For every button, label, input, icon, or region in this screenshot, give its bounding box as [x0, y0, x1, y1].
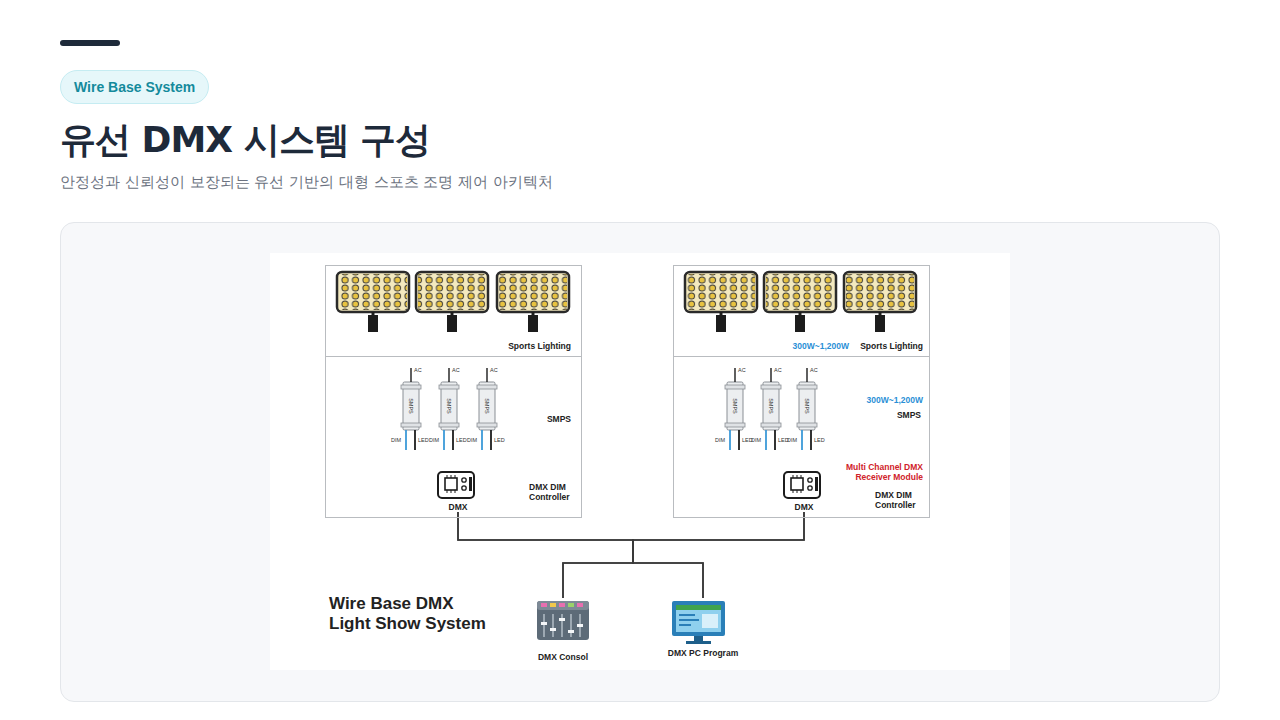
lighting-section: 300W~1,200W Sports Lighting	[673, 265, 930, 357]
dim-label: DIM	[467, 437, 477, 443]
node-label: SMPS	[897, 410, 921, 420]
bus-connector	[458, 512, 703, 598]
bus-connector	[633, 512, 804, 598]
driver-section: 300W~1,200W SMPS Multi Channel DMX Receive…	[673, 357, 930, 518]
slide-subtitle: 안정성과 신뢰성이 보장되는 유선 기반의 대형 스포츠 조명 제어 아키텍처	[60, 173, 553, 192]
led-label: LED	[494, 437, 505, 443]
node-label: DMX	[783, 502, 825, 512]
dim-label: DIM	[787, 437, 797, 443]
node-label: Multi Channel DMX Receiver Module	[833, 462, 923, 482]
node-label: 300W~1,200W	[867, 395, 923, 405]
node-label: SMPS	[547, 414, 571, 424]
led-label: LED	[814, 437, 825, 443]
driver-section: SMPS DMX DIM ControllerDMX	[325, 357, 582, 518]
node-label: DMX DIM Controller	[529, 482, 581, 502]
ac-label: AC	[490, 367, 498, 373]
ac-label: AC	[414, 367, 422, 373]
node-label: Sports Lighting	[860, 341, 923, 351]
ac-label: AC	[452, 367, 460, 373]
node-label: Sports Lighting	[508, 341, 571, 351]
bus-connector	[563, 512, 804, 598]
node-label: DMX Consol	[515, 652, 611, 662]
unit-label: SMPS	[768, 394, 774, 418]
bus-connector	[458, 512, 633, 598]
system-name: Wire Base DMX Light Show System	[329, 594, 493, 634]
dmx-module: DMX	[437, 470, 479, 512]
unit-label: SMPS	[446, 394, 452, 418]
slide-title: 유선 DMX 시스템 구성	[60, 116, 430, 165]
ac-label: AC	[810, 367, 818, 373]
console-node: DMX Consol	[515, 598, 611, 662]
lighting-section: Sports Lighting	[325, 265, 582, 357]
led-label: LED	[418, 437, 429, 443]
node-label: DMX PC Program	[650, 648, 756, 658]
dim-label: DIM	[391, 437, 401, 443]
dim-label: DIM	[429, 437, 439, 443]
category-pill: Wire Base System	[60, 70, 209, 104]
unit-label: SMPS	[804, 394, 810, 418]
ac-label: AC	[774, 367, 782, 373]
dim-label: DIM	[751, 437, 761, 443]
unit-label: SMPS	[484, 394, 490, 418]
accent-bar	[60, 40, 120, 46]
dmx-module: DMX	[783, 470, 825, 512]
pc-node: DMX PC Program	[650, 598, 756, 660]
node-label: 300W~1,200W	[793, 341, 849, 351]
led-label: LED	[456, 437, 467, 443]
node-label: DMX DIM Controller	[875, 490, 923, 510]
dim-label: DIM	[715, 437, 725, 443]
ac-label: AC	[738, 367, 746, 373]
node-label: DMX	[437, 502, 479, 512]
unit-label: SMPS	[408, 394, 414, 418]
unit-label: SMPS	[732, 394, 738, 418]
